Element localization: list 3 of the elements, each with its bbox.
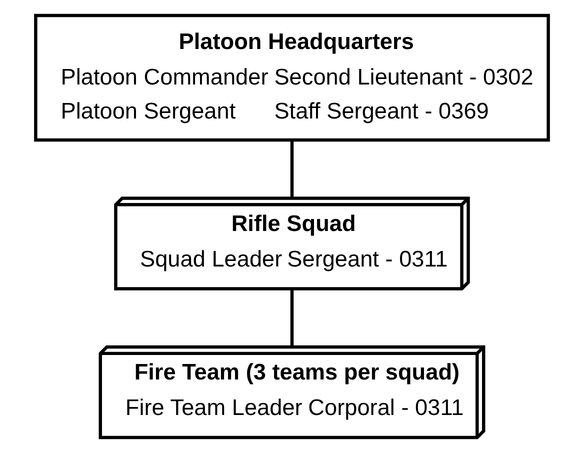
node-box: Platoon Headquarters Platoon Commander Second Lieutenant - 0302 Platoon Sergeant Staff Sergeant - 0369 — [34, 13, 550, 142]
connector — [290, 140, 294, 198]
connector — [290, 288, 294, 346]
